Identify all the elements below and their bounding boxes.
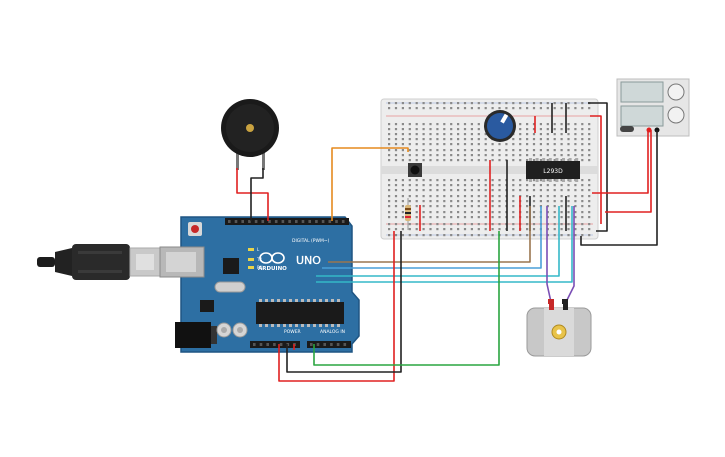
wire-gnd-black xyxy=(286,231,402,373)
dc-motor[interactable] xyxy=(526,302,592,357)
power-switch[interactable] xyxy=(620,126,634,132)
wire-motor-purple-2 xyxy=(565,206,575,303)
arduino-uno-board[interactable]: L TX RX ARDUINO UNO DIGITAL (PWM~) POWER… xyxy=(159,216,360,353)
analog-header xyxy=(307,341,351,348)
wire-brown xyxy=(328,206,531,263)
wire-orange xyxy=(331,147,409,221)
push-button[interactable] xyxy=(408,163,422,177)
wire-psu-red xyxy=(605,130,652,213)
wire-psu-black xyxy=(580,130,658,246)
wire-5v-red xyxy=(278,231,395,382)
wires xyxy=(236,102,658,382)
l293d-chip[interactable]: L293D xyxy=(526,158,580,182)
led-label-l: L xyxy=(257,247,260,252)
resistor xyxy=(405,198,411,230)
arduino-logo xyxy=(259,252,285,264)
piezo-buzzer[interactable] xyxy=(221,99,279,170)
wire-blue xyxy=(322,206,542,269)
power-supply[interactable] xyxy=(616,78,690,137)
power-label: POWER xyxy=(284,329,301,335)
led-label-rx: RX xyxy=(257,265,263,270)
wire-buzzer-black xyxy=(250,168,264,221)
digital-label: DIGITAL (PWM~) xyxy=(292,238,330,244)
wire-cyan xyxy=(316,206,560,277)
digital-pins xyxy=(228,220,345,223)
motor-terminal-black xyxy=(562,299,568,304)
motor-terminal-red xyxy=(548,299,554,304)
wire-analog-green xyxy=(313,231,500,366)
uno-logo-text: UNO xyxy=(296,254,321,267)
analog-label: ANALOG IN xyxy=(320,329,345,335)
wire-motor-purple-1 xyxy=(546,206,552,303)
brand-text: ARDUINO xyxy=(258,266,287,272)
chip-label: L293D xyxy=(543,168,563,175)
led-label-tx: TX xyxy=(256,257,262,262)
potentiometer[interactable] xyxy=(484,110,516,142)
digital-header xyxy=(225,218,349,225)
atmega-chip xyxy=(256,302,344,324)
dc-jack xyxy=(175,322,211,348)
wire-buzzer-red xyxy=(236,168,269,221)
usb-cable[interactable] xyxy=(37,244,161,280)
